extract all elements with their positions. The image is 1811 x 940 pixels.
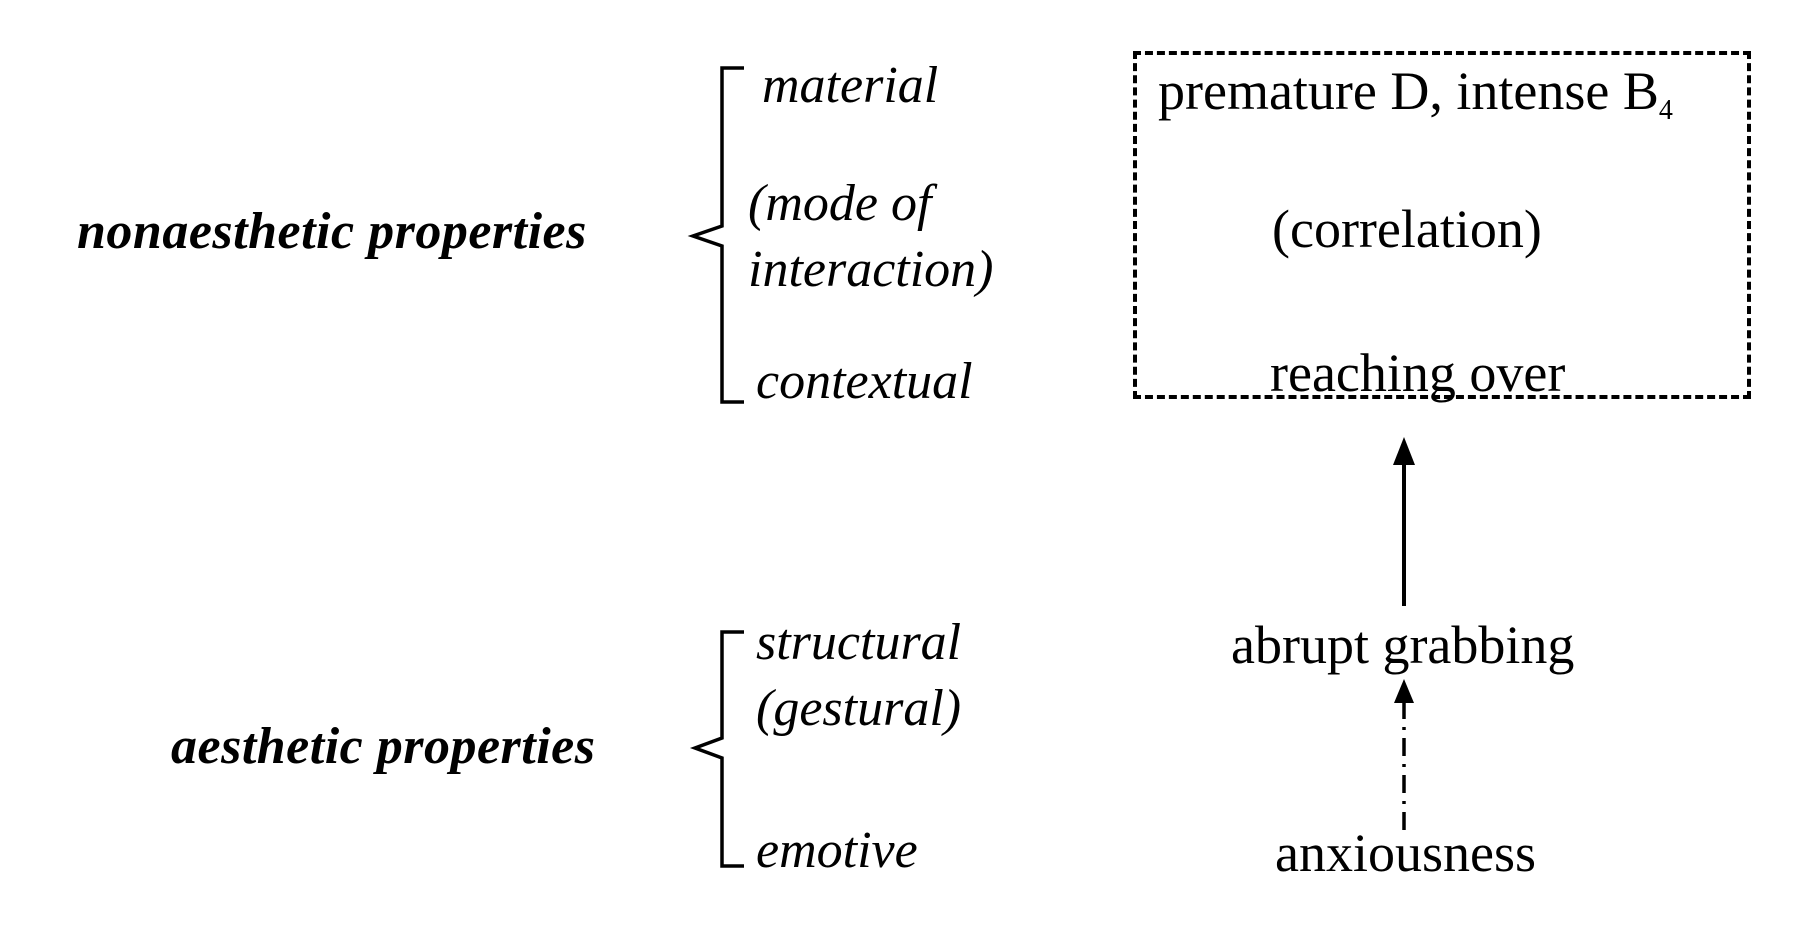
- nonaesthetic-properties-label: nonaesthetic properties: [77, 203, 587, 260]
- category-gestural: (gestural): [756, 680, 962, 737]
- box-line1-main: premature D, intense B: [1158, 61, 1659, 121]
- aesthetic-properties-label: aesthetic properties: [171, 718, 596, 775]
- category-mode-of-interaction-line1: (mode of: [748, 175, 932, 232]
- arrow-emotion-to-gesture-head: [1394, 679, 1414, 703]
- category-contextual: contextual: [756, 353, 973, 410]
- emotion-node-anxiousness: anxiousness: [1275, 823, 1536, 883]
- box-line-premature-intense: premature D, intense B4: [1158, 64, 1673, 125]
- nonaesthetic-example-box: [1133, 51, 1751, 399]
- category-material: material: [762, 57, 939, 114]
- arrow-gesture-to-box-head: [1393, 437, 1415, 465]
- gesture-node-abrupt-grabbing: abrupt grabbing: [1231, 615, 1575, 675]
- lower-brace: [689, 630, 744, 868]
- box-line-correlation: (correlation): [1272, 199, 1542, 259]
- category-structural: structural: [756, 614, 962, 671]
- box-line-reaching-over: reaching over: [1270, 343, 1566, 403]
- category-mode-of-interaction-line2: interaction): [748, 241, 994, 298]
- box-line1-subscript: 4: [1658, 95, 1673, 126]
- category-emotive: emotive: [756, 822, 918, 879]
- upper-brace: [687, 66, 744, 404]
